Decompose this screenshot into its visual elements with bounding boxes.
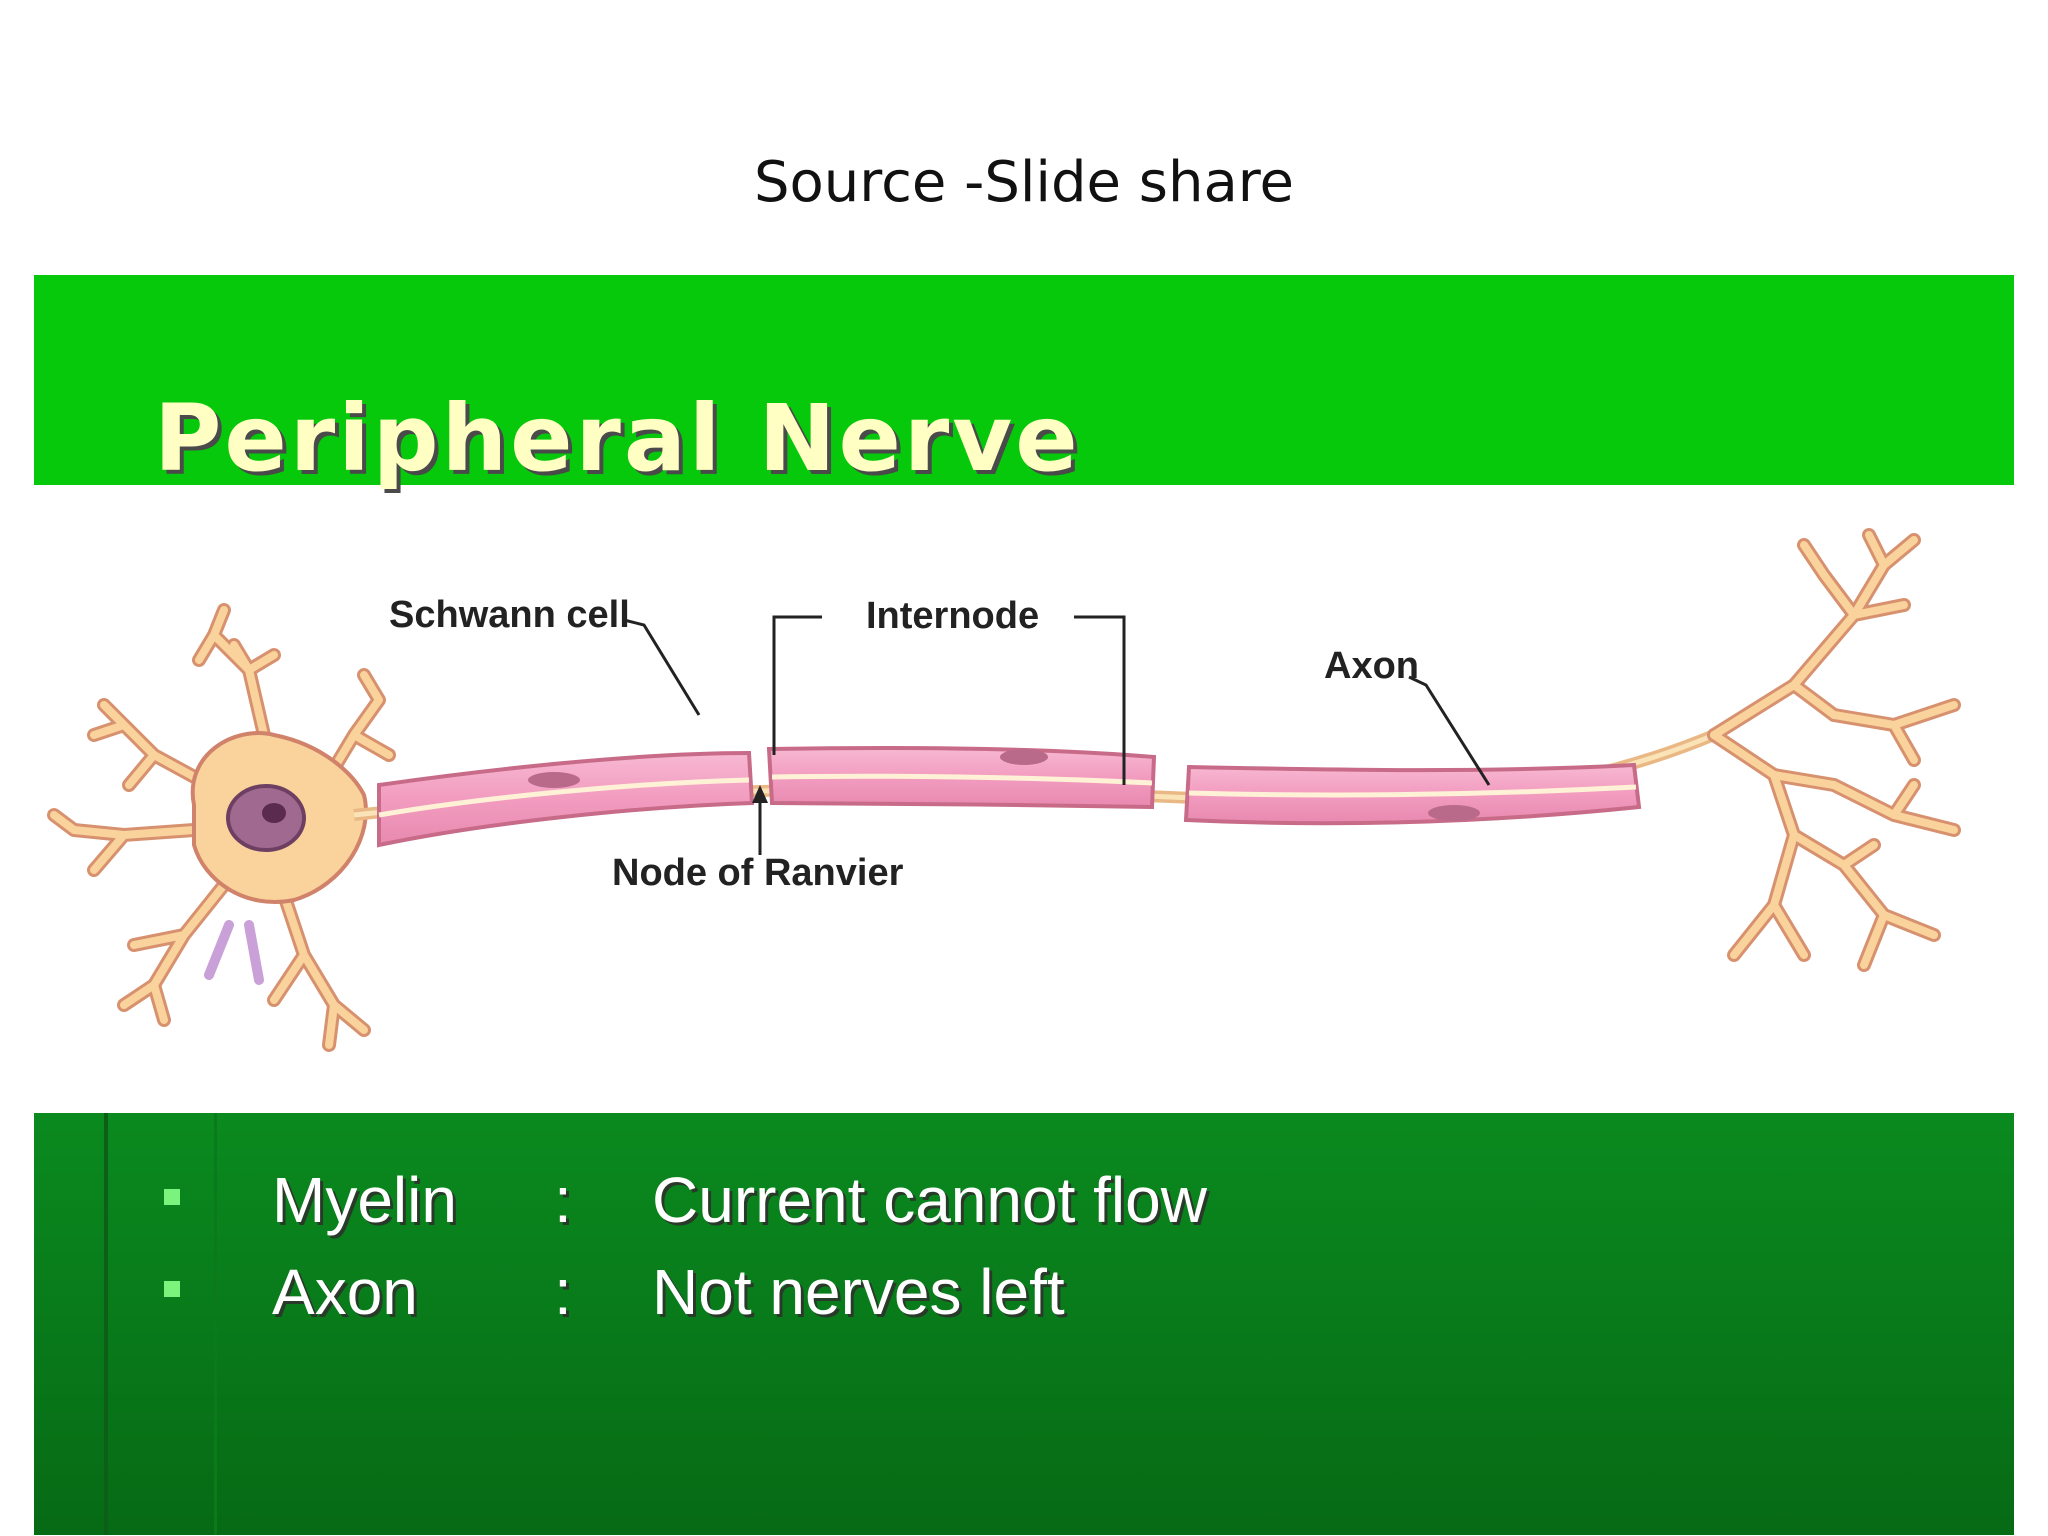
bottom-band: Myelin : Current cannot flow Axon : Not … <box>34 1113 2014 1535</box>
nucleus <box>226 784 306 852</box>
bullet-definition: Current cannot flow <box>652 1164 1207 1236</box>
schwann-cell-pointer <box>623 618 701 716</box>
title-band: Peripheral Nerve <box>34 275 2014 492</box>
bullet-term: Myelin <box>272 1164 457 1236</box>
node-of-ranvier-label: Node of Ranvier <box>612 852 904 894</box>
bullet-marker <box>164 1281 180 1297</box>
slide-title: Peripheral Nerve <box>154 385 1081 492</box>
cell-body <box>47 603 396 1052</box>
bullet-separator: : <box>554 1256 572 1328</box>
slide: Peripheral Nerve <box>34 275 2014 1535</box>
band-divider <box>214 1113 217 1535</box>
node-arrowhead <box>752 785 768 803</box>
bullet-term: Axon <box>272 1256 418 1328</box>
axon-pointer <box>1408 675 1491 786</box>
schwann-cell-label: Schwann cell <box>389 594 630 636</box>
bullet-marker <box>164 1189 180 1205</box>
axon-terminals <box>1707 528 1961 972</box>
schwann-nuclei <box>528 749 1480 821</box>
bullet-definition: Not nerves left <box>652 1256 1065 1328</box>
axon-label: Axon <box>1324 645 1419 687</box>
source-caption: Source -Slide share <box>753 150 1295 215</box>
bullet-separator: : <box>554 1164 572 1236</box>
band-divider <box>104 1113 108 1535</box>
axon-core-line <box>378 773 1637 818</box>
internode-bracket <box>772 615 1126 785</box>
internode-label: Internode <box>866 595 1039 637</box>
neuron-diagram: Schwann cell Internode Axon Node of Ranv… <box>47 528 1961 1052</box>
